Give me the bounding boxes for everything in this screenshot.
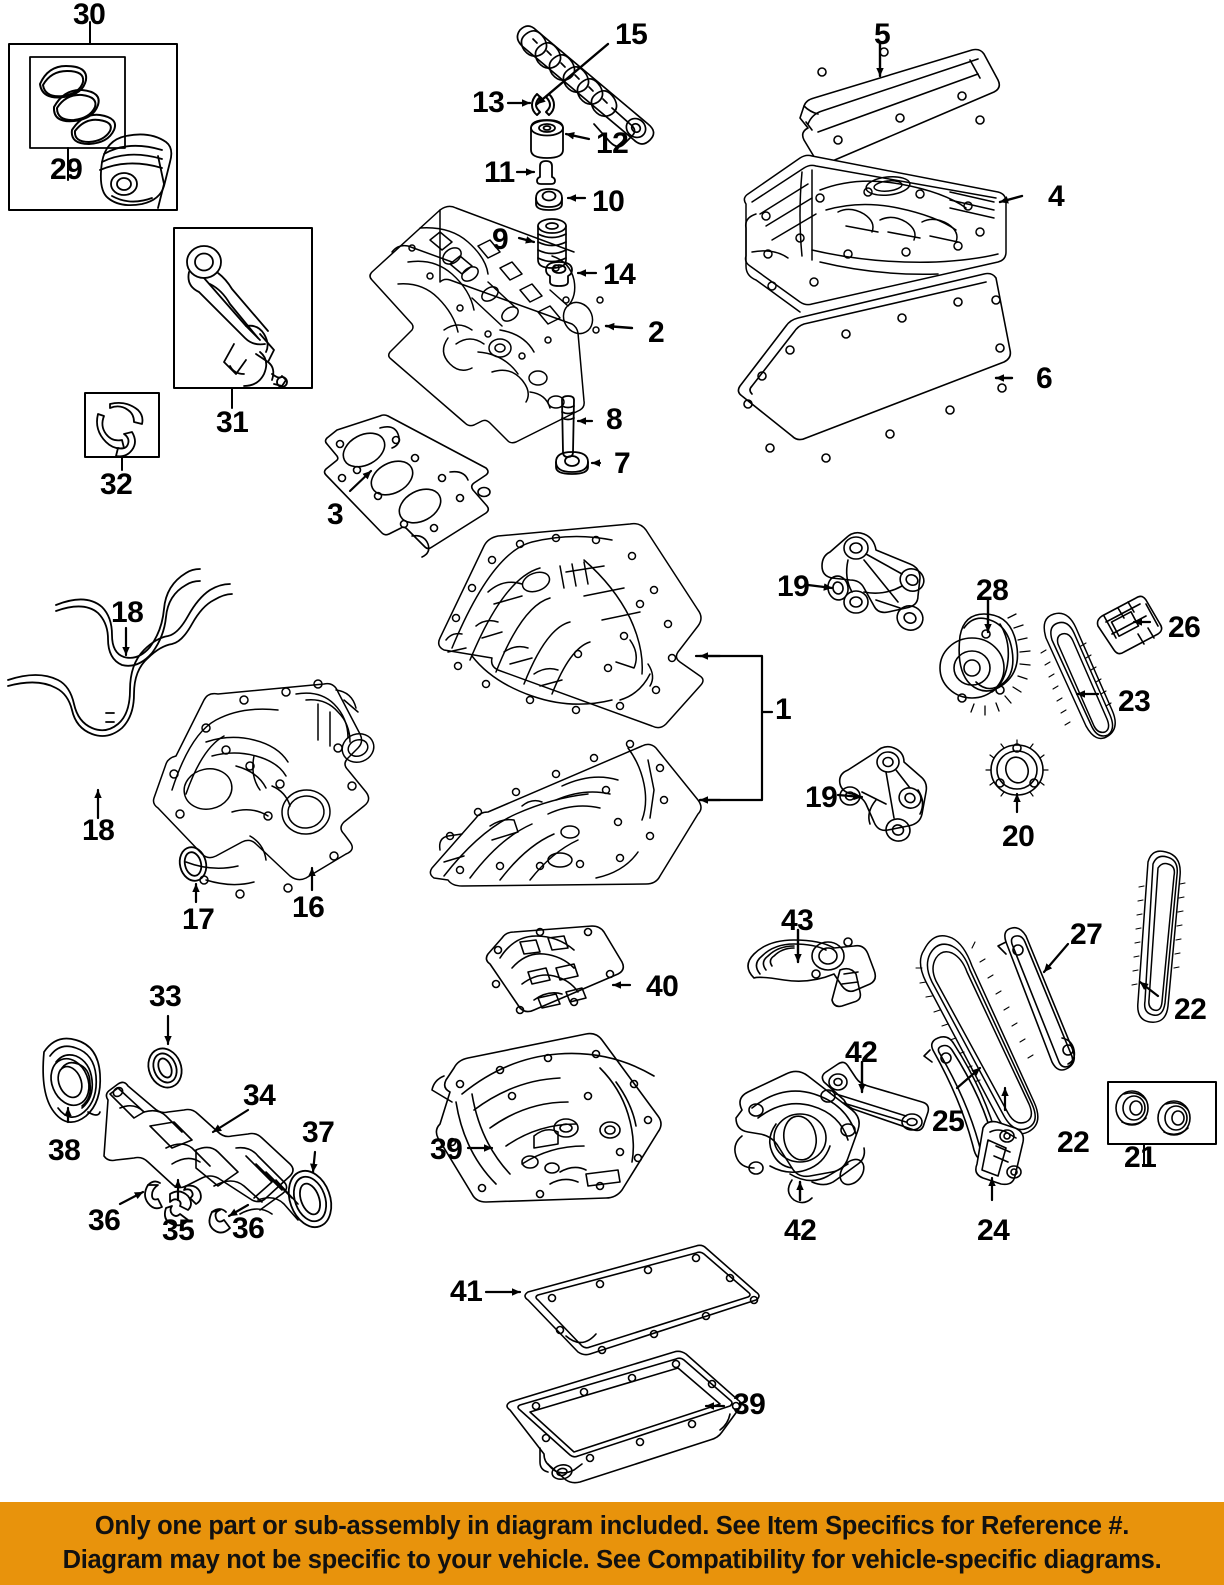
callout-31: 31 xyxy=(216,406,249,439)
callout-13: 13 xyxy=(472,86,505,119)
part-13-valve-keeper xyxy=(531,93,555,116)
callout-42-bracket: 42 xyxy=(845,1036,878,1069)
part-26-chain-tensioner-shoe xyxy=(1096,595,1163,655)
part-4-valve-cover xyxy=(743,154,1007,313)
callout-17: 17 xyxy=(182,903,215,936)
part-18-seal-lower xyxy=(7,583,233,737)
part-17-crankshaft-seal xyxy=(178,846,208,882)
part-32-rod-bearings-box xyxy=(84,392,160,458)
part-31-connecting-rod-box xyxy=(173,227,313,389)
callout-23: 23 xyxy=(1118,685,1151,718)
part-1-engine-block-lower xyxy=(429,739,702,887)
part-19-mount-bracket-upper xyxy=(821,531,925,631)
callout-33: 33 xyxy=(149,980,182,1013)
callout-2: 2 xyxy=(648,316,665,349)
callout-24: 24 xyxy=(977,1214,1010,1247)
part-5-valve-cover-plate xyxy=(799,47,1001,165)
part-14-spring-seat xyxy=(545,261,573,287)
callout-19-upper: 19 xyxy=(777,570,810,603)
part-3-head-gasket xyxy=(323,414,491,558)
callout-10: 10 xyxy=(592,185,625,218)
callout-40: 40 xyxy=(646,970,679,1003)
callout-37: 37 xyxy=(302,1116,335,1149)
callout-36-left: 36 xyxy=(88,1204,121,1237)
part-2-cylinder-head xyxy=(369,205,604,444)
part-27-chain-rail xyxy=(997,926,1076,1071)
disclaimer-line-1: Only one part or sub-assembly in diagram… xyxy=(94,1511,1130,1540)
part-37-rear-main-seal xyxy=(287,1170,333,1228)
callout-39-upper: 39 xyxy=(430,1133,463,1166)
part-28-camshaft-sprocket xyxy=(939,613,1031,716)
callout-20: 20 xyxy=(1002,820,1035,853)
part-33-thrust-washer xyxy=(147,1047,183,1089)
part-43-oil-pickup-tube xyxy=(747,937,877,1008)
callout-36-right: 36 xyxy=(232,1212,265,1245)
callout-7: 7 xyxy=(614,447,631,480)
callout-25: 25 xyxy=(932,1105,965,1138)
part-22-timing-chain-left xyxy=(915,935,1039,1135)
callout-32: 32 xyxy=(100,468,133,501)
callout-42-pump: 42 xyxy=(784,1214,817,1247)
callout-19-lower: 19 xyxy=(805,781,838,814)
callout-39-lower: 39 xyxy=(733,1388,766,1421)
callout-26: 26 xyxy=(1168,611,1201,644)
part-10-spring-retainer xyxy=(535,188,563,211)
callout-18-lower: 18 xyxy=(82,814,115,847)
part-36-main-bearing-left xyxy=(144,1180,163,1210)
callout-11: 11 xyxy=(484,156,515,189)
part-16-timing-cover xyxy=(152,679,375,899)
callout-12: 12 xyxy=(596,127,629,160)
callout-9: 9 xyxy=(492,223,509,256)
callout-28: 28 xyxy=(976,574,1009,607)
callout-30: 30 xyxy=(73,0,106,31)
part-42-oil-pump xyxy=(734,1070,866,1204)
part-22-timing-chain-right xyxy=(1131,850,1186,1023)
callout-29: 29 xyxy=(50,153,83,186)
part-15-camshaft xyxy=(516,25,655,148)
callout-38: 38 xyxy=(48,1134,81,1167)
disclaimer-line-2: Diagram may not be specific to your vehi… xyxy=(62,1545,1162,1574)
disclaimer-banner: Only one part or sub-assembly in diagram… xyxy=(0,1502,1224,1585)
part-40-windage-tray xyxy=(485,925,625,1015)
part-21-chain-guide-bushings-box xyxy=(1107,1081,1217,1165)
callout-22-left: 22 xyxy=(1057,1126,1090,1159)
callout-5: 5 xyxy=(874,18,891,51)
part-39-oil-pan-upper xyxy=(431,1032,662,1203)
part-19-mount-bracket-lower xyxy=(838,745,928,842)
part-12-valve-lifter xyxy=(530,119,564,159)
callout-21: 21 xyxy=(1124,1141,1157,1174)
callout-4: 4 xyxy=(1048,180,1065,213)
part-11-valve-stem-seal xyxy=(536,160,556,185)
callout-35: 35 xyxy=(162,1214,195,1247)
callout-8: 8 xyxy=(606,403,623,436)
callout-1: 1 xyxy=(775,693,792,726)
callout-34: 34 xyxy=(243,1079,276,1112)
part-1-engine-block-upper xyxy=(437,522,704,729)
part-6-valve-cover-gasket xyxy=(737,272,1012,463)
callout-15: 15 xyxy=(615,18,648,51)
callout-27: 27 xyxy=(1070,918,1103,951)
part-34-crankshaft xyxy=(103,1081,299,1221)
callout-18-upper: 18 xyxy=(111,596,144,629)
part-20-crankshaft-sprocket xyxy=(985,739,1049,801)
part-41-oil-pan-gasket xyxy=(524,1244,760,1356)
part-39-oil-pan-lower xyxy=(506,1350,742,1484)
part-36-main-bearing-right xyxy=(208,1208,231,1234)
callout-16: 16 xyxy=(292,891,325,924)
part-30-piston-kit-box xyxy=(8,43,178,211)
callout-43: 43 xyxy=(781,904,814,937)
part-23-balance-shaft-chain xyxy=(1040,612,1116,740)
callout-22-right: 22 xyxy=(1174,993,1207,1026)
callout-6: 6 xyxy=(1036,362,1053,395)
part-18-seal-upper xyxy=(55,568,201,667)
callout-3: 3 xyxy=(327,498,344,531)
part-35-main-bearing xyxy=(163,1184,202,1227)
part-7-head-bolt-washer xyxy=(555,451,589,475)
callout-14: 14 xyxy=(603,258,636,291)
callout-41: 41 xyxy=(450,1275,483,1308)
part-42-oil-pump-bracket xyxy=(821,1061,930,1132)
part-38-crankshaft-pulley xyxy=(42,1037,102,1123)
part-24-chain-tensioner xyxy=(975,1120,1025,1186)
